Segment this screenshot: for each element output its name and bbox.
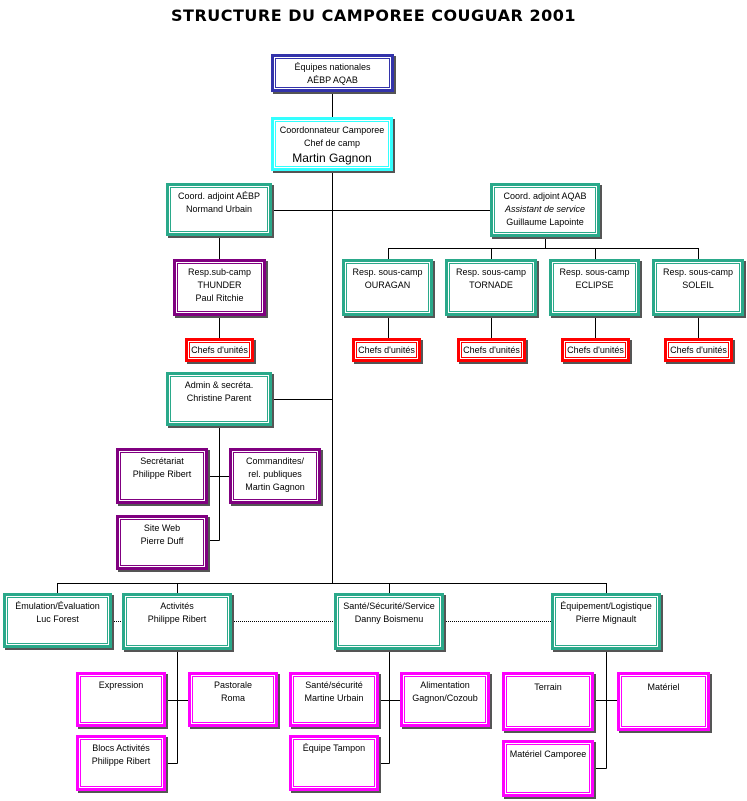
team-box-grounds: Terrain [502, 672, 594, 731]
box-line: OURAGAN [364, 280, 411, 290]
box-line: Alimentation [420, 680, 470, 690]
box-line: Chefs d'unités [567, 345, 624, 355]
box-line: Émulation/Évaluation [15, 601, 100, 611]
box-line: Secrétariat [140, 456, 184, 466]
box-line: Pierre Duff [140, 536, 184, 546]
unit-leaders-box: Chefs d'unités [352, 338, 421, 362]
box-line: Paul Ritchie [195, 293, 244, 303]
box-line: Activités [160, 601, 194, 611]
box-line: Coord. adjoint AQAB [503, 191, 587, 201]
box-line: Philippe Ribert [132, 469, 192, 479]
team-box-expression: Expression [76, 672, 166, 727]
chart-title: STRUCTURE DU CAMPOREE COUGUAR 2001 [171, 6, 576, 25]
box-line: Philippe Ribert [147, 614, 207, 624]
admin-box: Admin & secréta. Christine Parent [166, 372, 272, 426]
unit-leaders-box: Chefs d'unités [561, 338, 630, 362]
box-line: Équipe Tampon [302, 743, 366, 753]
box-line: Chef de camp [303, 138, 361, 148]
unit-leaders-box: Chefs d'unités [185, 338, 254, 362]
box-line: TORNADE [469, 280, 513, 290]
unit-leaders-box: Chefs d'unités [457, 338, 526, 362]
team-box-camporee-equipment: Matériel Camporee [502, 740, 594, 797]
box-line: Équipes nationales [294, 62, 371, 72]
box-line: Martin Gagnon [245, 482, 305, 492]
box-line: Resp. sous-camp [662, 267, 734, 277]
box-line: Coord. adjoint AÉBP [177, 191, 261, 201]
box-line: Guillaume Lapointe [506, 217, 584, 227]
box-line: Gagnon/Cozoub [412, 693, 478, 703]
team-box-equipment: Matériel [617, 672, 710, 731]
box-line: Pastorale [213, 680, 253, 690]
box-line: Terrain [534, 682, 562, 692]
box-line: ECLIPSE [575, 280, 614, 290]
box-line: Resp. sous-camp [455, 267, 527, 277]
box-line: Santé/Sécurité/Service [343, 601, 435, 611]
box-line: Commandites/ [245, 456, 305, 466]
box-line: Santé/sécurité [305, 680, 363, 690]
box-line: Chefs d'unités [191, 345, 248, 355]
box-line: Équipement/Logistique [560, 601, 652, 611]
box-line: Resp. sous-camp [352, 267, 423, 277]
box-line: Normand Urbain [185, 204, 253, 214]
box-line: Chefs d'unités [670, 345, 727, 355]
box-line: Matériel Camporee [509, 749, 587, 759]
box-line: Danny Boismenu [354, 614, 424, 624]
box-line: Matériel [647, 682, 680, 692]
box-line: Site Web [143, 523, 181, 533]
box-line: Resp.sub-camp [187, 267, 252, 277]
box-line: SOLEIL [682, 280, 714, 290]
box-line: Assistant de service [504, 204, 586, 214]
coord-aebp-box: Coord. adjoint AÉBP Normand Urbain [166, 183, 272, 236]
box-line: THUNDER [197, 280, 242, 290]
unit-leaders-box: Chefs d'unités [664, 338, 733, 362]
team-box-buffer: Équipe Tampon [289, 735, 379, 791]
box-line: Luc Forest [36, 614, 79, 624]
box-line: rel. publiques [248, 469, 302, 479]
box-line: Roma [220, 693, 245, 703]
box-line: AÉBP AQAB [307, 75, 358, 85]
box-line: Christine Parent [186, 393, 252, 403]
box-line: Pierre Mignault [575, 614, 637, 624]
box-line: Martin Gagnon [292, 151, 372, 165]
box-line: Philippe Ribert [91, 756, 151, 766]
box-line: Resp. sous-camp [559, 267, 630, 277]
box-line: Expression [98, 680, 144, 690]
box-line: Chefs d'unités [463, 345, 520, 355]
box-line: Admin & secréta. [184, 380, 254, 390]
box-line: Martine Urbain [304, 693, 364, 703]
box-line: Coordonnateur Camporee [279, 125, 385, 135]
box-line: Chefs d'unités [358, 345, 415, 355]
box-line: Blocs Activités [92, 743, 150, 753]
